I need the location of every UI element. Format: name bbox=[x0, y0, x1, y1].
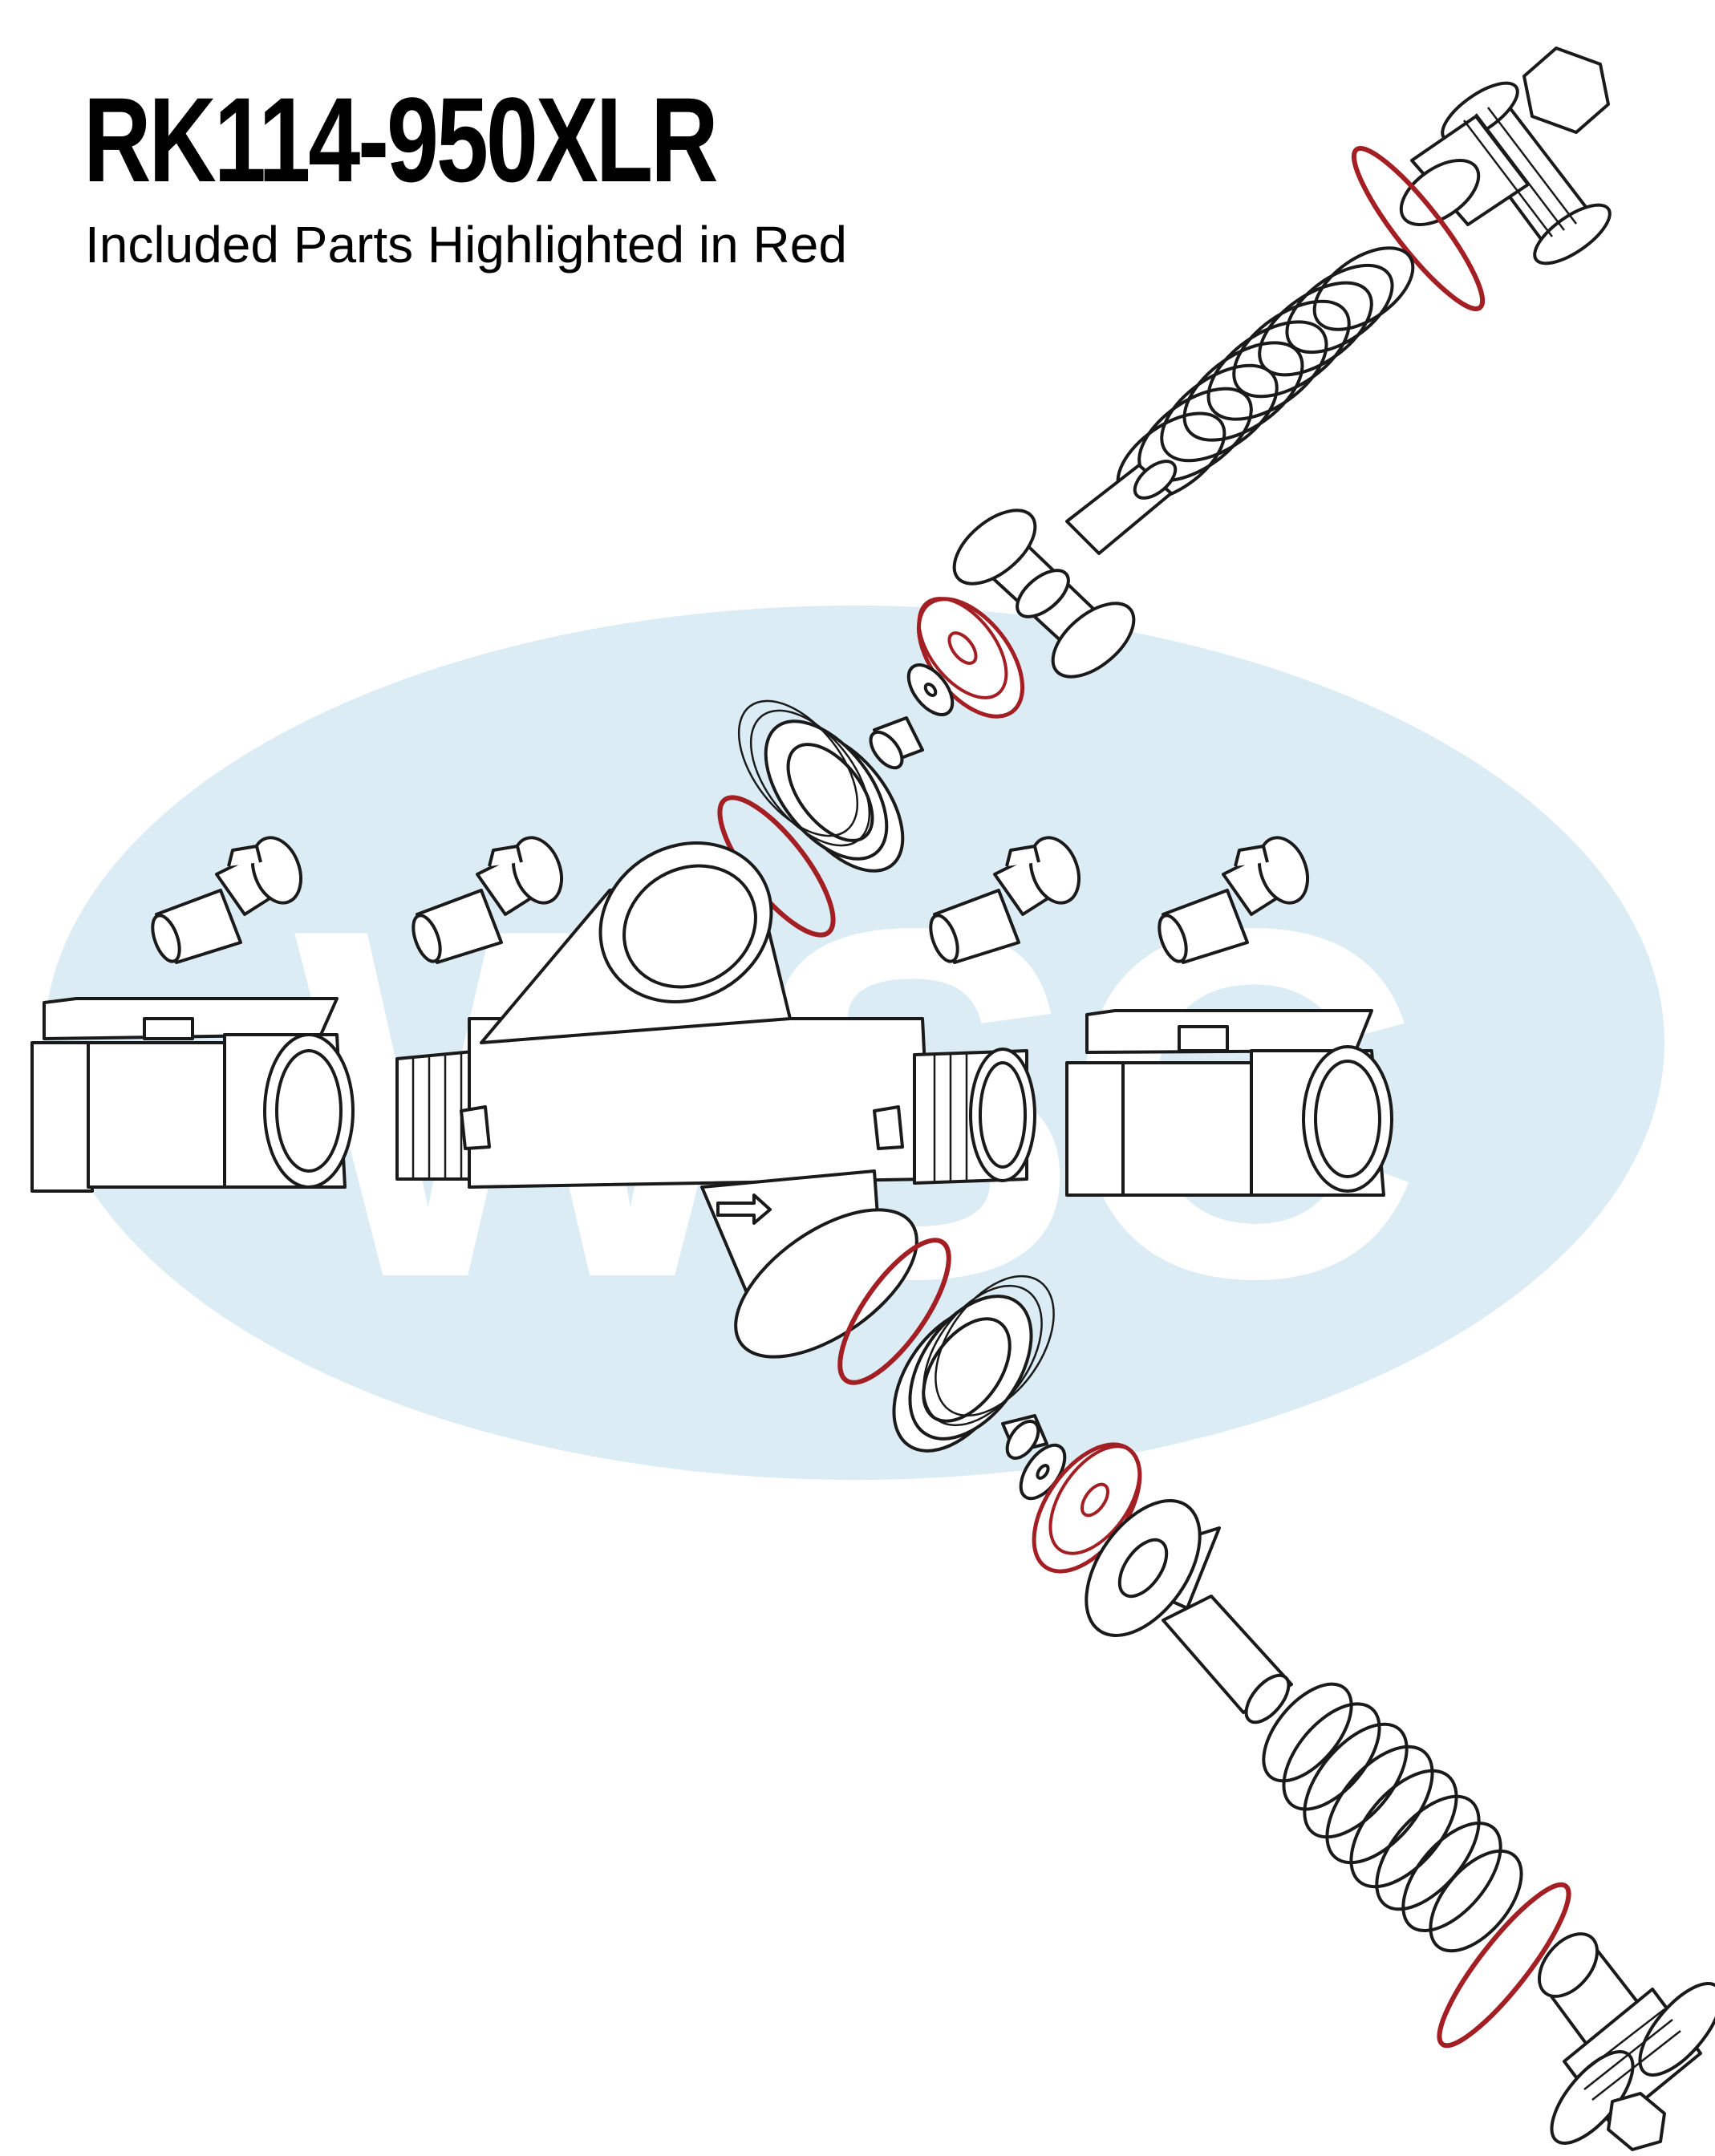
bottom-spring bbox=[1262, 1682, 1523, 1953]
page-subtitle: Included Parts Highlighted in Red bbox=[85, 216, 847, 274]
lower-cap bbox=[892, 1275, 1055, 1453]
top-plug-oring bbox=[1351, 146, 1486, 311]
top-spring bbox=[1116, 246, 1415, 503]
upper-cap bbox=[737, 699, 905, 873]
bottom-plug-oring bbox=[1437, 1882, 1571, 2049]
lower-cap-oring bbox=[837, 1238, 951, 1385]
test-cock-3 bbox=[929, 836, 1080, 964]
bottom-disc-rubber bbox=[1032, 1442, 1142, 1574]
top-plug bbox=[1399, 47, 1612, 265]
top-screw bbox=[869, 716, 924, 770]
test-cock-4 bbox=[1158, 836, 1309, 964]
page-title: RK114-950XLR bbox=[83, 72, 719, 207]
test-cock-2 bbox=[412, 836, 563, 964]
valve-body bbox=[395, 841, 1036, 1359]
bottom-poppet bbox=[1085, 1499, 1293, 1724]
top-washer bbox=[906, 663, 955, 716]
test-cock-1 bbox=[151, 836, 302, 964]
right-ball-valve bbox=[1065, 1009, 1393, 1197]
left-ball-valve bbox=[30, 997, 355, 1193]
bottom-plug bbox=[1537, 1932, 1715, 2151]
bottom-screw bbox=[1001, 1414, 1048, 1460]
top-poppet bbox=[952, 460, 1178, 679]
